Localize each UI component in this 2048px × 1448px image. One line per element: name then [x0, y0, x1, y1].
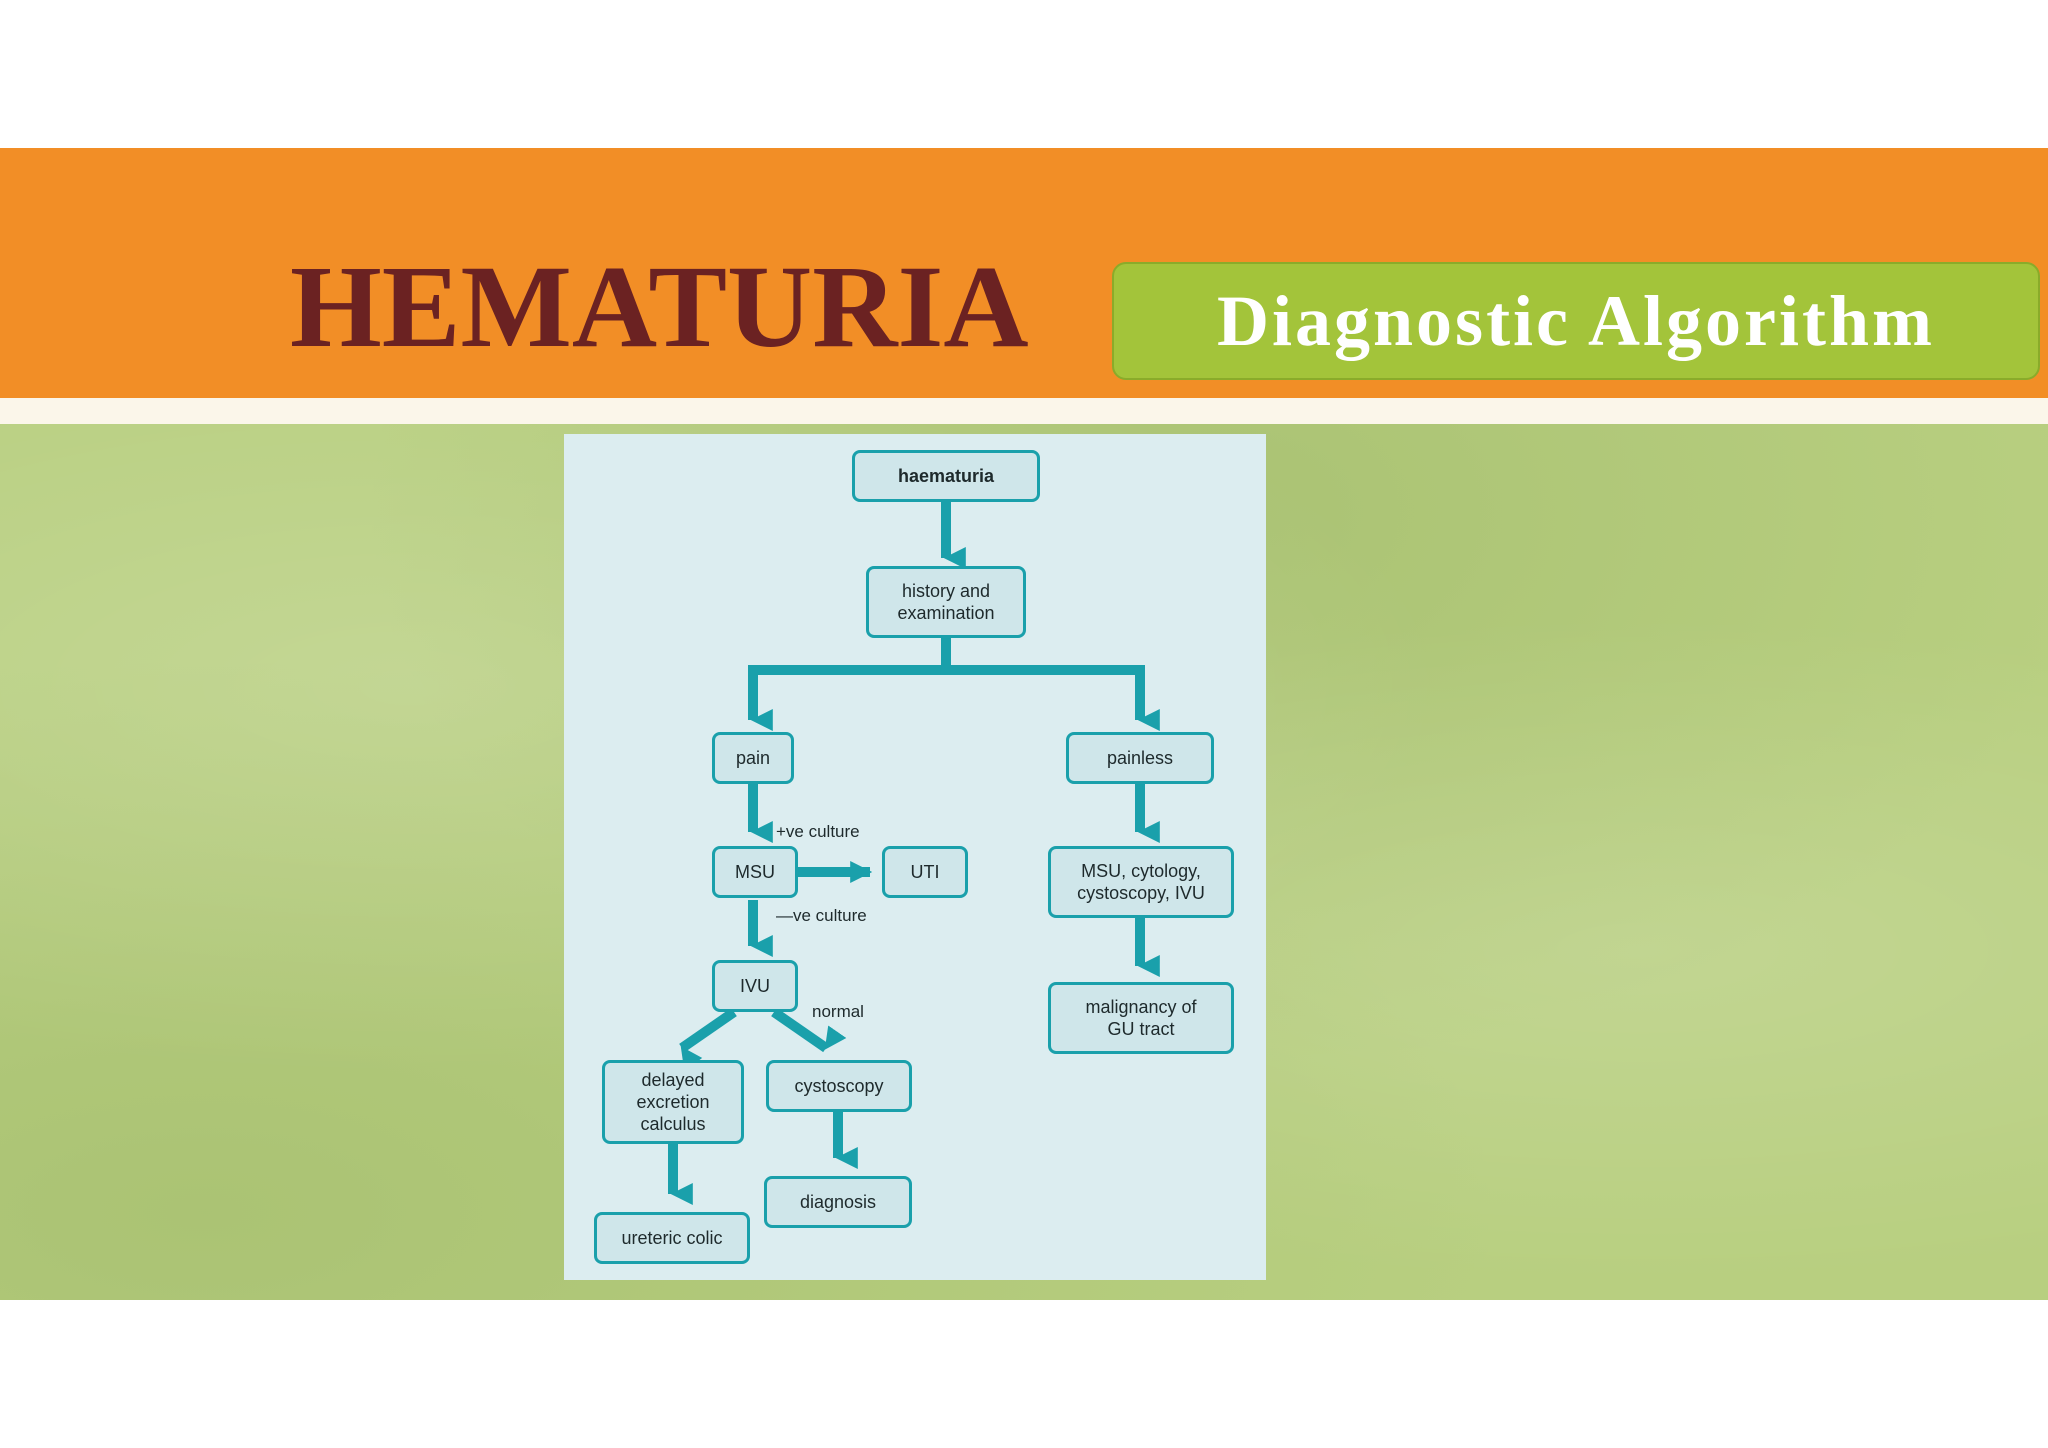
arrow-ivu-delayed — [679, 1007, 737, 1071]
node-msu-cytology: MSU, cytology, cystoscopy, IVU — [1048, 846, 1234, 918]
label-normal: normal — [812, 1002, 864, 1021]
flowchart-arrows — [668, 502, 1160, 1206]
node-uti: UTI — [882, 846, 968, 898]
arrow-split-bar — [748, 665, 1145, 720]
label-positive-culture: +ve culture — [776, 822, 860, 841]
node-ivu: IVU — [712, 960, 798, 1012]
label-negative-culture: —ve culture — [776, 906, 867, 925]
slide-subtitle: Diagnostic Algorithm — [1217, 281, 1935, 361]
node-malignancy: malignancy of GU tract — [1048, 982, 1234, 1054]
node-diagnosis: diagnosis — [764, 1176, 912, 1228]
node-ureteric-colic: ureteric colic — [594, 1212, 750, 1264]
slide-title: HEMATURIA — [290, 241, 1029, 372]
node-history-examination: history and examination — [866, 566, 1026, 638]
flowchart-panel: haematuria history and examination pain … — [564, 434, 1266, 1280]
node-delayed-excretion: delayed excretion calculus — [602, 1060, 744, 1144]
node-haematuria: haematuria — [852, 450, 1040, 502]
arrow-ivu-cystoscopy — [771, 1007, 847, 1053]
header-divider — [0, 398, 2048, 426]
subtitle-badge: Diagnostic Algorithm — [1112, 262, 2040, 380]
node-painless: painless — [1066, 732, 1214, 784]
node-msu: MSU — [712, 846, 798, 898]
node-cystoscopy: cystoscopy — [766, 1060, 912, 1112]
node-pain: pain — [712, 732, 794, 784]
